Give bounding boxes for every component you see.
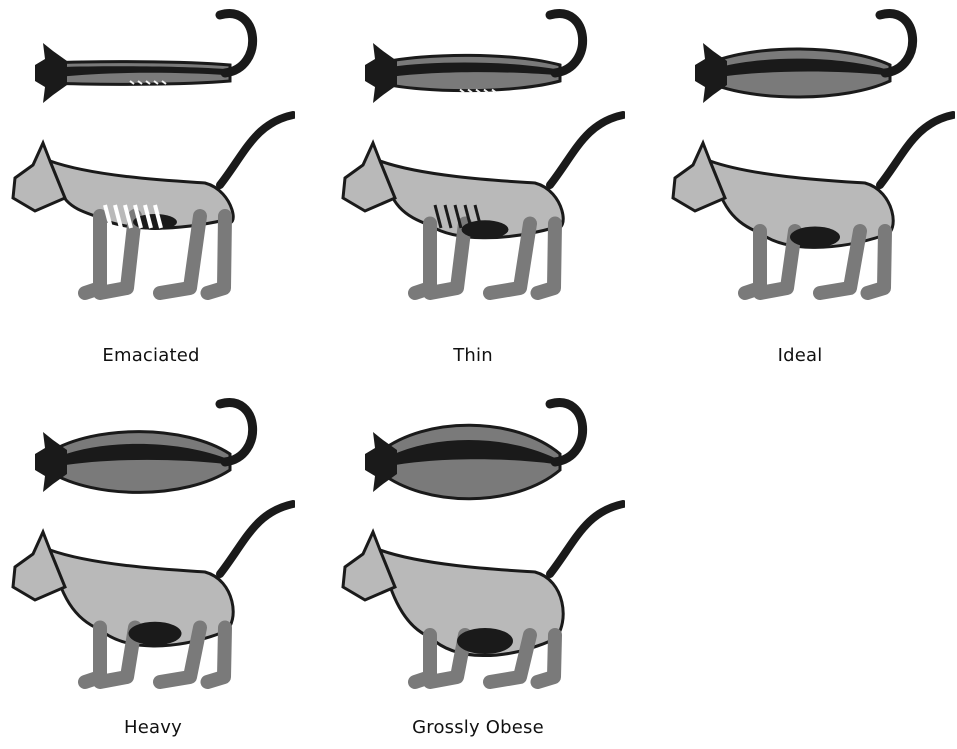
panel-emaciated (5, 3, 295, 303)
side-view-head (13, 143, 65, 211)
caption-ideal: Ideal (778, 345, 823, 366)
panel-ideal (665, 3, 955, 303)
panel-thin (335, 3, 625, 303)
side-view-head (13, 532, 65, 600)
top-view-head (695, 43, 727, 103)
side-view-leg (745, 231, 760, 293)
top-view-head (365, 432, 397, 492)
side-view-head (343, 532, 395, 600)
cat-thin-illustration (335, 3, 625, 303)
panel-grossly-obese (335, 392, 625, 692)
side-view-head (343, 143, 395, 211)
side-view-belly-shadow (129, 622, 182, 646)
caption-grossly-obese: Grossly Obese (412, 717, 544, 738)
side-view-leg (538, 224, 556, 294)
caption-heavy: Heavy (124, 717, 182, 738)
side-view-leg (85, 628, 100, 683)
cat-heavy-illustration (5, 392, 295, 692)
side-view-tail (550, 115, 623, 185)
cat-emaciated-illustration (5, 3, 295, 303)
side-view-leg (415, 224, 430, 294)
side-view-leg (415, 635, 430, 682)
cat-ideal-illustration (665, 3, 955, 303)
side-view-leg (208, 216, 226, 293)
caption-thin: Thin (453, 345, 493, 366)
side-view-tail (880, 115, 953, 185)
side-view-tail (220, 115, 293, 185)
side-view-leg (85, 216, 100, 293)
top-view-head (365, 43, 397, 103)
side-view-belly-shadow (790, 227, 840, 248)
top-view-head (35, 432, 67, 492)
panel-heavy (5, 392, 295, 692)
top-view-head (35, 43, 67, 103)
side-view-belly-shadow (457, 628, 513, 654)
side-view-tail (550, 504, 623, 574)
caption-emaciated: Emaciated (102, 345, 199, 366)
cat-grossly-obese-illustration (335, 392, 625, 692)
side-view-tail (220, 504, 293, 574)
side-view-head (673, 143, 725, 211)
